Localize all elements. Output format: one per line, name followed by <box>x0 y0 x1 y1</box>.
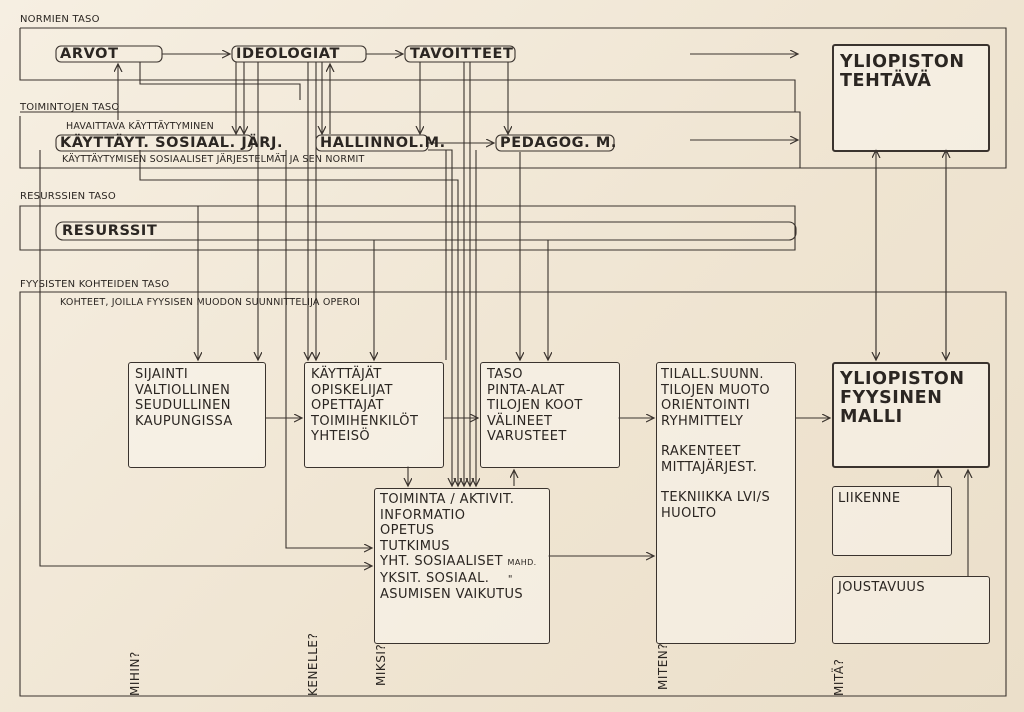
location-line: KAUPUNGISSA <box>135 413 233 429</box>
spaces-box: TASO PINTA-ALAT TILOJEN KOOT VÄLINEET VA… <box>480 362 620 468</box>
location-line: VALTIOLLINEN <box>135 382 231 398</box>
question-how: MITEN? <box>656 642 670 690</box>
resources-level-label: RESURSSIEN TASO <box>20 191 116 202</box>
physical-level-frame <box>19 291 1007 697</box>
physical-model-line: YLIOPISTON <box>840 369 965 389</box>
activity-line: TUTKIMUS <box>380 538 450 554</box>
planning-line: TILOJEN MUOTO <box>661 382 771 398</box>
activity-housing-line: ASUMISEN VAIKUTUS <box>380 587 524 602</box>
spaces-line: TASO <box>487 367 523 382</box>
location-line: SIJAINTI <box>135 367 189 382</box>
goals-label: TAVOITTEET <box>410 46 514 62</box>
question-for-whom: KENELLE? <box>306 632 320 696</box>
planning-line: RAKENTEET <box>661 444 741 459</box>
admin-model-label: HALLINNOL.M. <box>320 135 446 151</box>
location-line: SEUDULLINEN <box>135 398 231 413</box>
users-line: KÄYTTÄJÄT <box>311 367 382 382</box>
traffic-box: LIIKENNE <box>832 486 952 556</box>
activity-box: TOIMINTA / AKTIVIT. INFORMATIO OPETUS TU… <box>374 488 550 644</box>
resources-label: RESURSSIT <box>62 223 158 239</box>
location-box: SIJAINTI VALTIOLLINEN SEUDULLINEN KAUPUN… <box>128 362 266 468</box>
activity-line: INFORMATIO <box>380 507 466 523</box>
activity-line: TOIMINTA / AKTIVIT. <box>380 492 515 507</box>
activity-individual-note: " <box>507 573 513 585</box>
planning-line: TEKNIIKKA LVI/S <box>661 490 771 505</box>
norms-level-label: NORMIEN TASO <box>20 14 100 25</box>
question-why: MIKSI? <box>374 643 388 686</box>
physical-caption: KOHTEET, JOILLA FYYSISEN MUODON SUUNNITT… <box>60 297 361 308</box>
spaces-line: VARUSTEET <box>487 429 567 444</box>
activity-social-note: MAHD. <box>507 558 537 567</box>
spaces-line: VÄLINEET <box>487 413 553 429</box>
physical-level-label: FYYSISTEN KOHTEIDEN TASO <box>20 279 170 290</box>
activity-individual-text: YKSIT. SOSIAAL. <box>380 570 490 586</box>
planning-line <box>661 429 770 444</box>
activity-social-text: YHT. SOSIAALISET <box>380 554 503 569</box>
planning-line: RYHMITTELY <box>661 413 744 429</box>
question-what: MITÄ? <box>832 658 846 696</box>
physical-model-line: FYYSINEN <box>840 388 943 408</box>
university-task-box: YLIOPISTON TEHTÄVÄ <box>832 44 990 152</box>
observed-behaviour-label: HAVAITTAVA KÄYTTÄYTYMINEN <box>66 121 214 132</box>
ideologies-label: IDEOLOGIAT <box>236 46 340 62</box>
physical-model-box: YLIOPISTON FYYSINEN MALLI <box>832 362 990 468</box>
pedagogic-model-label: PEDAGOG. M. <box>500 135 618 151</box>
users-box: KÄYTTÄJÄT OPISKELIJAT OPETTAJAT TOIMIHEN… <box>304 362 444 468</box>
physical-model-line: MALLI <box>840 407 903 427</box>
social-systems-caption: KÄYTTÄYTYMISEN SOSIAALISET JÄRJESTELMÄT … <box>62 154 365 165</box>
question-where: MIHIN? <box>128 651 142 696</box>
planning-line: MITTAJÄRJEST. <box>661 459 758 475</box>
university-task-line: YLIOPISTON <box>840 52 965 72</box>
activity-social-line: YHT. SOSIAALISET MAHD. <box>380 554 537 571</box>
users-line: YHTEISÖ <box>311 429 370 444</box>
planning-box: TILALL.SUUNN. TILOJEN MUOTO ORIENTOINTI … <box>656 362 796 644</box>
planning-line <box>661 475 770 490</box>
planning-line: ORIENTOINTI <box>661 398 750 413</box>
university-task-line: TEHTÄVÄ <box>840 71 932 91</box>
activities-level-frame <box>19 116 1006 169</box>
values-label: ARVOT <box>60 46 119 62</box>
users-line: TOIMIHENKILÖT <box>311 413 419 429</box>
activity-individual-line: YKSIT. SOSIAAL. " <box>380 571 537 588</box>
behaviour-social-label: KÄYTTÄYT. SOSIAAL. JÄRJ. <box>60 135 284 151</box>
activity-line: OPETUS <box>380 523 435 538</box>
activities-level-label: TOIMINTOJEN TASO <box>20 102 120 113</box>
spaces-line: TILOJEN KOOT <box>487 398 583 413</box>
resources-level-frame <box>19 205 796 251</box>
flexibility-label: JOUSTAVUUS <box>838 580 926 595</box>
planning-line: TILALL.SUUNN. <box>661 367 764 382</box>
planning-line: HUOLTO <box>661 505 717 521</box>
users-line: OPISKELIJAT <box>311 382 393 398</box>
traffic-label: LIIKENNE <box>838 491 901 506</box>
flexibility-box: JOUSTAVUUS <box>832 576 990 644</box>
spaces-line: PINTA-ALAT <box>487 382 565 398</box>
users-line: OPETTAJAT <box>311 398 384 413</box>
